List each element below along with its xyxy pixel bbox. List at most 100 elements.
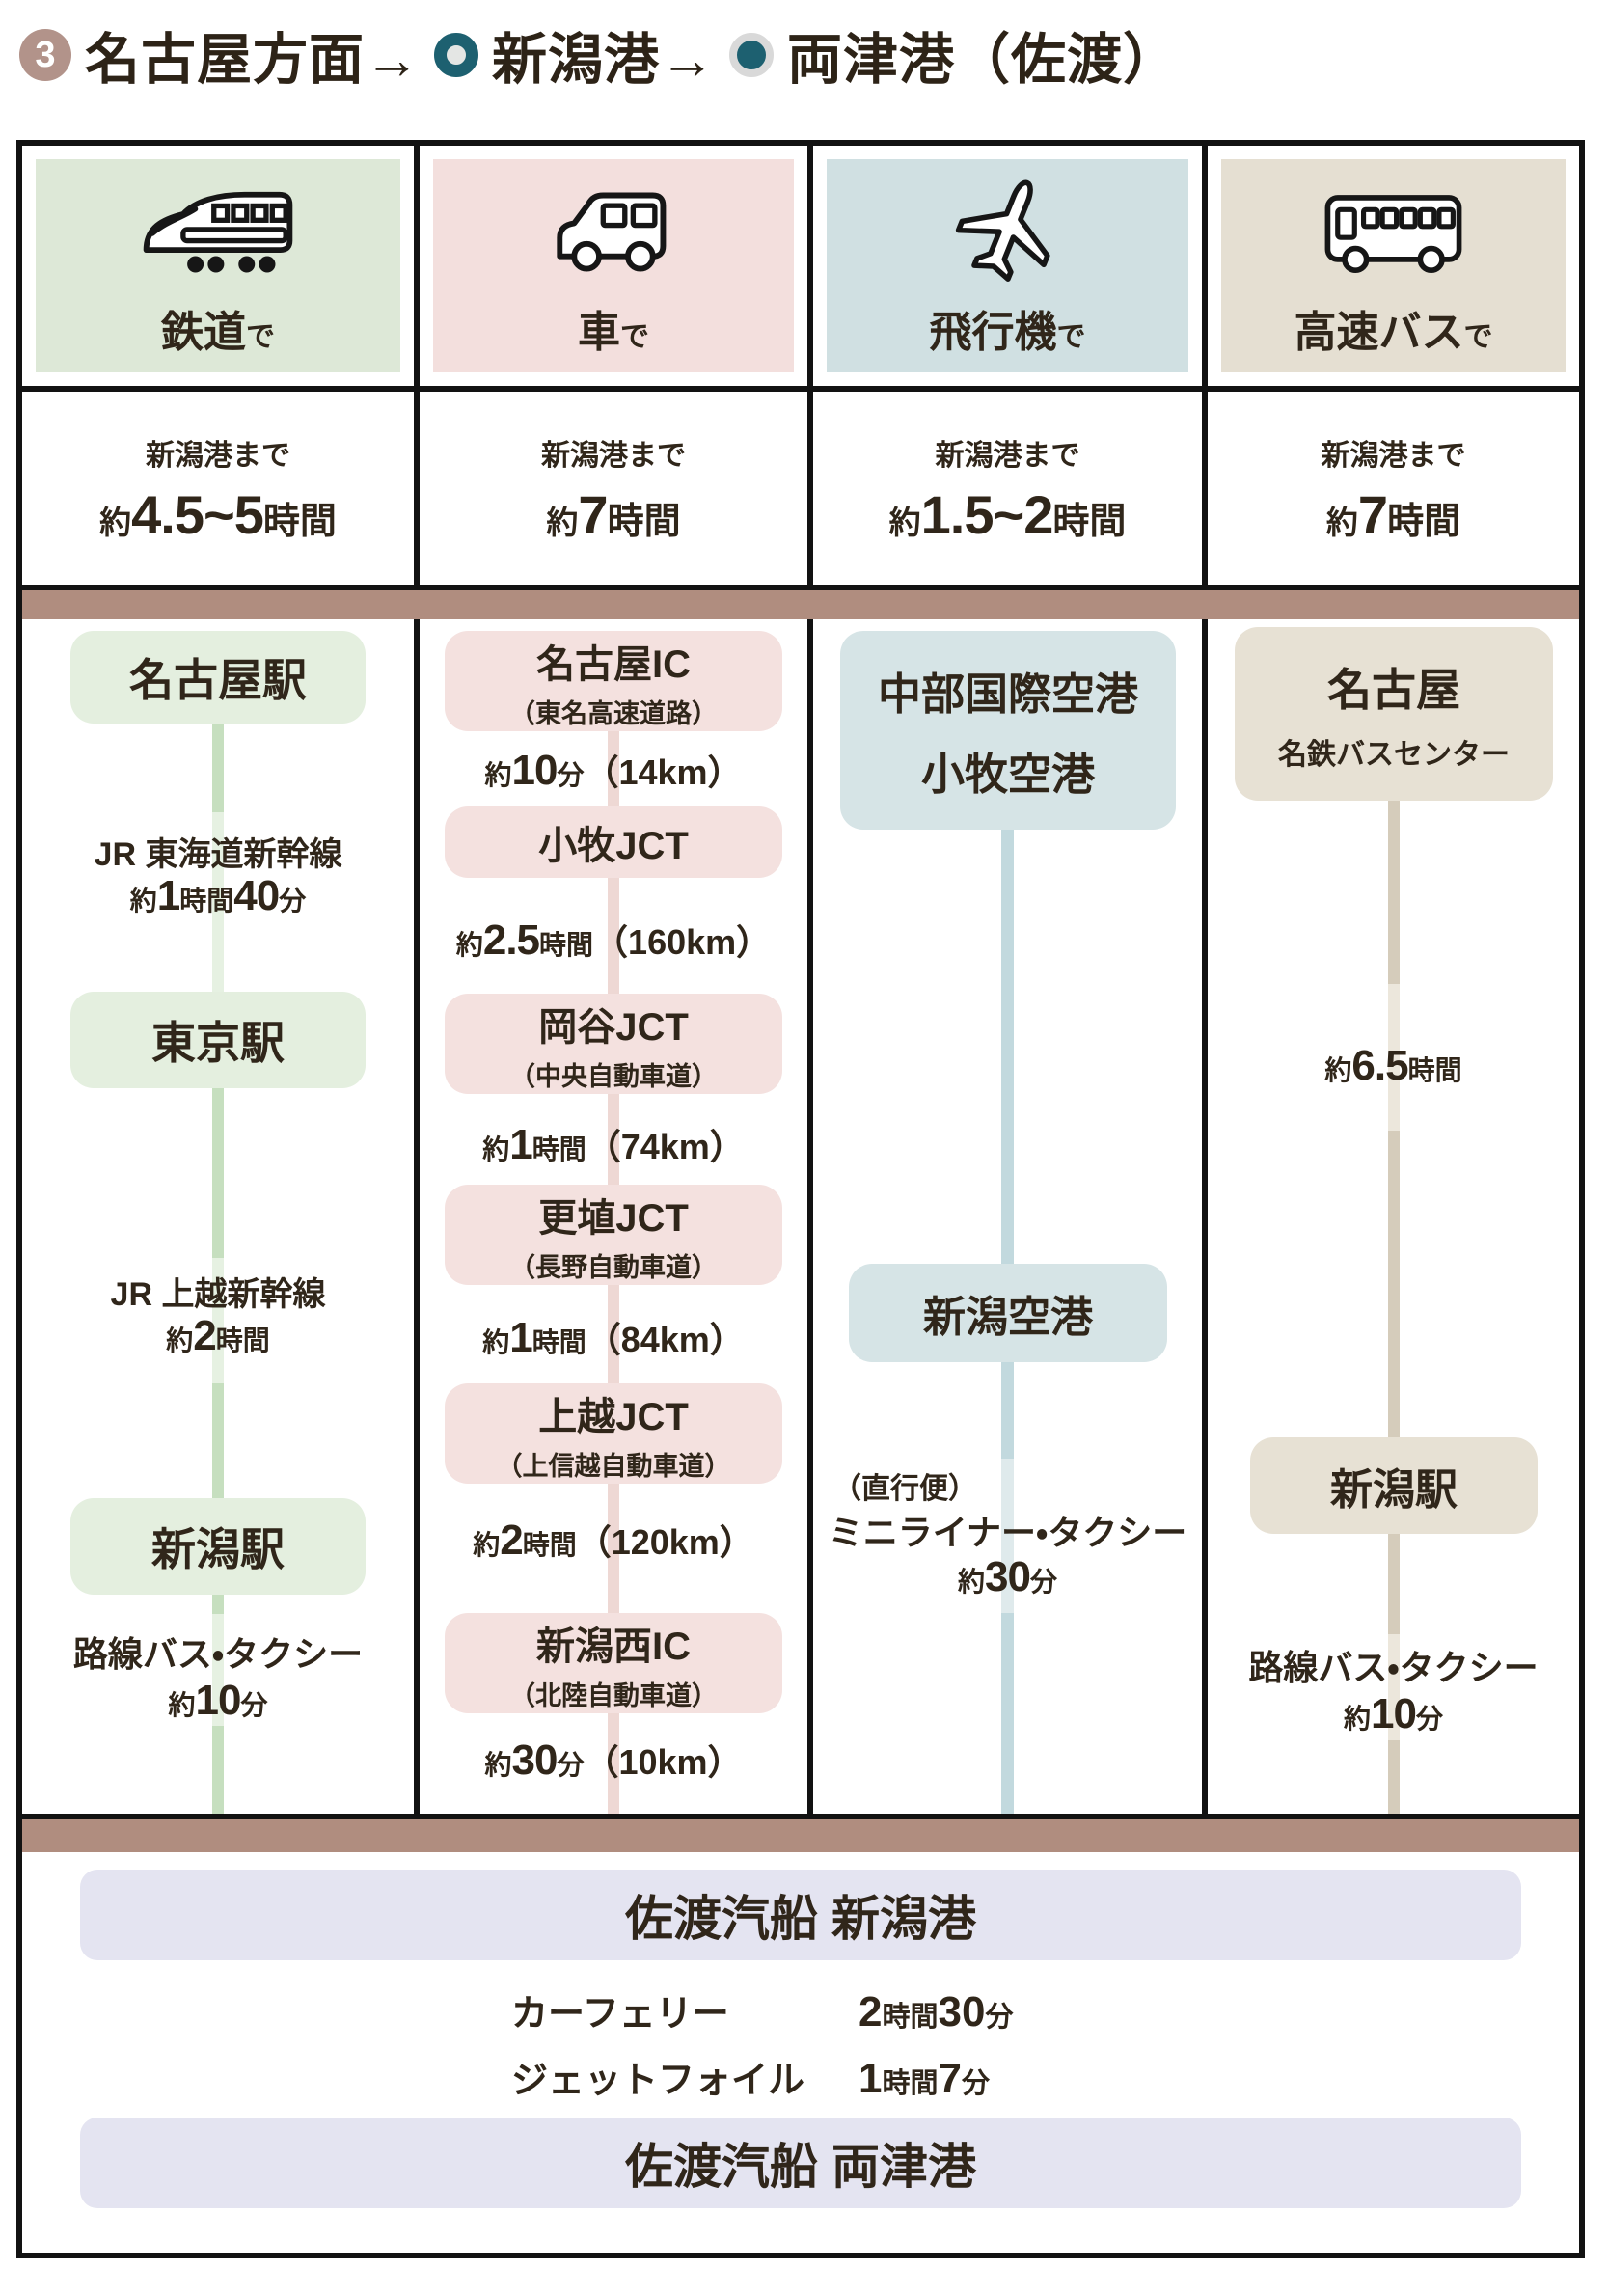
leg-time: 約10分（14km）	[484, 747, 743, 794]
leg-time: 約2時間	[166, 1312, 270, 1359]
direct-service-note: （直行便）	[832, 1473, 977, 1505]
pill-niigata-airport: 新潟空港	[849, 1264, 1167, 1362]
leg-name: JR 東海道新幹線	[94, 836, 342, 873]
service-time: 2時間30分	[859, 1988, 1014, 2036]
pill-niigata-station-bus: 新潟駅	[1250, 1437, 1538, 1534]
route-line-segment	[1001, 830, 1014, 1264]
time-row: 新潟港まで 約4.5~5時間 新潟港まで 約7時間 新潟港まで 約1.5~2時間…	[22, 386, 1579, 585]
header-label-car: 車で	[578, 309, 649, 356]
time-cell-train: 新潟港まで 約4.5~5時間	[22, 392, 420, 585]
title-via-port: 新潟港→	[492, 29, 716, 91]
divider-band-bottom	[22, 1814, 1579, 1852]
route-column-train: 名古屋駅 JR 東海道新幹線 約1時間40分 東京駅 JR 上越新幹線 約2時間…	[22, 619, 420, 1814]
pill-komaki-jct: 小牧JCT	[445, 806, 782, 878]
route-line-segment	[1001, 1459, 1014, 1613]
route-column-car: 名古屋IC （東名高速道路） 約10分（14km） 小牧JCT 約2.5時間（1…	[420, 619, 813, 1814]
route-line-segment	[1388, 984, 1400, 1131]
route-line-segment	[1388, 1131, 1400, 1437]
airplane-icon	[947, 159, 1068, 297]
leg-name: 路線バス・タクシー	[1248, 1648, 1539, 1687]
route-line-segment	[608, 731, 619, 806]
route-line-segment	[212, 1726, 224, 1814]
header-cell-car: 車で	[420, 146, 813, 386]
time-cell-plane: 新潟港まで 約1.5~2時間	[813, 392, 1208, 585]
route-line-segment	[1388, 800, 1400, 984]
pill-niigata-station-train: 新潟駅	[70, 1498, 366, 1595]
title-origin: 名古屋方面→	[85, 29, 421, 91]
service-name: ジェットフォイル	[511, 2061, 805, 2101]
total-time-train: 約4.5~5時間	[99, 483, 337, 545]
leg-time: 約2時間（120km）	[473, 1517, 754, 1564]
route-line-segment	[212, 1614, 224, 1726]
ferry-port-bar-niigata: 佐渡汽船 新潟港	[80, 1870, 1521, 1960]
pill-tokyo-station: 東京駅	[70, 992, 366, 1088]
dest-label: 新潟港まで	[146, 439, 290, 472]
route-line-segment	[212, 1595, 224, 1614]
leg-time: 約2.5時間（160km）	[455, 916, 772, 964]
ferry-services: カーフェリー 2時間30分 ジェットフォイル 1時間7分	[22, 1983, 1579, 2103]
pill-nagoya-station: 名古屋駅	[70, 631, 366, 724]
pill-joetsu-jct: 上越JCT （上信越自動車道）	[445, 1383, 782, 1484]
total-time-car: 約7時間	[546, 483, 681, 545]
pill-okaya-jct: 岡谷JCT （中央自動車道）	[445, 994, 782, 1094]
transport-table: 鉄道で 車で	[16, 140, 1585, 2258]
pill-chubu-komaki-airport: 中部国際空港 小牧空港	[840, 631, 1176, 830]
shinkansen-icon	[136, 159, 300, 297]
dest-label: 新潟港まで	[935, 439, 1080, 472]
service-time: 1時間7分	[859, 2055, 990, 2102]
dest-label: 新潟港まで	[1321, 439, 1466, 472]
header-label-bus: 高速バスで	[1294, 309, 1493, 356]
port-ring-icon	[434, 33, 478, 77]
leg-time: 約1時間（74km）	[482, 1121, 745, 1168]
leg-time: 約6.5時間	[1324, 1042, 1462, 1089]
ferry-section: 佐渡汽船 新潟港 カーフェリー 2時間30分 ジェットフォイル 1時間7分 佐渡…	[22, 1852, 1579, 2235]
header-cell-plane: 飛行機で	[813, 146, 1208, 386]
route-line-segment	[212, 1088, 224, 1258]
bus-icon	[1314, 159, 1473, 297]
car-icon	[541, 159, 686, 297]
route-line-segment	[1001, 1613, 1014, 1814]
service-name: カーフェリー	[511, 1994, 729, 2035]
route-line-segment	[1001, 1362, 1014, 1459]
leg-name: JR 上越新幹線	[110, 1276, 326, 1313]
header-row: 鉄道で 車で	[22, 146, 1579, 386]
route-line-segment	[1388, 1534, 1400, 1634]
route-line-segment	[608, 1713, 619, 1814]
leg-name: 路線バス・タクシー	[72, 1634, 364, 1674]
pill-niigata-nishi-ic: 新潟西IC （北陸自動車道）	[445, 1613, 782, 1713]
service-row-jetfoil: ジェットフォイル 1時間7分	[511, 2050, 1090, 2103]
route-line-segment	[1388, 1634, 1400, 1740]
dest-label: 新潟港まで	[541, 439, 686, 472]
divider-band-top	[22, 585, 1579, 619]
route-line-segment	[212, 724, 224, 812]
leg-time: 約10分	[1344, 1690, 1443, 1737]
ferry-port-bar-ryotsu: 佐渡汽船 両津港	[80, 2118, 1521, 2208]
leg-time: 約10分	[168, 1677, 268, 1724]
leg-time: 約1時間40分	[129, 872, 307, 919]
route-line-segment	[608, 878, 619, 994]
pill-nagoya-bus-center: 名古屋 名鉄バスセンター	[1235, 627, 1553, 801]
route-column-plane: 中部国際空港 小牧空港 新潟空港 （直行便） ミニライナー・タクシー 約30分	[813, 619, 1208, 1814]
route-line-segment	[608, 1094, 619, 1185]
port-dot-icon	[729, 33, 774, 77]
route-line-segment	[608, 1285, 619, 1383]
page-title: 3 名古屋方面→ 新潟港→ 両津港（佐渡）	[19, 15, 1179, 95]
route-line-segment	[1388, 1740, 1400, 1814]
route-line-segment	[212, 1258, 224, 1383]
time-cell-car: 新潟港まで 約7時間	[420, 392, 813, 585]
route-number-badge: 3	[19, 29, 71, 81]
leg-name: ミニライナー・タクシー	[828, 1513, 1187, 1552]
route-line-segment	[608, 1484, 619, 1613]
route-column-bus: 名古屋 名鉄バスセンター 約6.5時間 新潟駅 路線バス・タクシー 約10分	[1208, 619, 1579, 1814]
header-label-plane: 飛行機で	[929, 309, 1086, 356]
route-line-segment	[212, 812, 224, 992]
leg-time: 約30分（10km）	[484, 1736, 743, 1784]
service-row-car-ferry: カーフェリー 2時間30分	[511, 1983, 1090, 2036]
leg-time: 約1時間（84km）	[482, 1314, 745, 1361]
route-line-segment	[212, 1383, 224, 1498]
route-row: 名古屋駅 JR 東海道新幹線 約1時間40分 東京駅 JR 上越新幹線 約2時間…	[22, 619, 1579, 1814]
total-time-bus: 約7時間	[1325, 483, 1461, 545]
header-cell-train: 鉄道で	[22, 146, 420, 386]
time-cell-bus: 新潟港まで 約7時間	[1208, 392, 1579, 585]
